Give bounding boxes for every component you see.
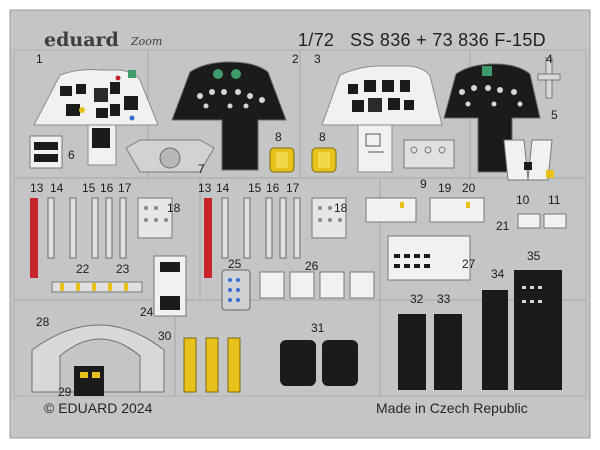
part-22-23-strips bbox=[51, 281, 143, 293]
part-26-pedals bbox=[259, 271, 375, 299]
part-19-20-switch-rows bbox=[365, 197, 485, 223]
part-number: 33 bbox=[437, 292, 451, 306]
part-number: 20 bbox=[462, 181, 476, 195]
part-number: 35 bbox=[527, 249, 541, 263]
part-number: 2 bbox=[292, 52, 299, 66]
part-number: 30 bbox=[158, 329, 172, 343]
part-number: 26 bbox=[305, 259, 319, 273]
part-number: 4 bbox=[546, 52, 553, 66]
copyright-label: © EDUARD 2024 bbox=[44, 400, 153, 416]
part-7-hud-frame bbox=[125, 139, 215, 173]
part-number: 8 bbox=[275, 130, 282, 144]
part-number: 24 bbox=[140, 305, 154, 319]
part-number: 3 bbox=[314, 52, 321, 66]
part-10-11-plates bbox=[503, 139, 554, 181]
part-21-ejection-handles bbox=[517, 213, 567, 229]
part-13-17-belts-left bbox=[30, 197, 173, 278]
part-number: 9 bbox=[420, 177, 427, 191]
part-31-covers bbox=[280, 340, 358, 386]
part-3-instrument-panel bbox=[321, 65, 443, 173]
part-32-35-consoles bbox=[398, 270, 562, 390]
part-number: 27 bbox=[462, 257, 476, 271]
part-6-box bbox=[29, 135, 63, 169]
part-number: 6 bbox=[68, 148, 75, 162]
part-number: 8 bbox=[319, 130, 326, 144]
part-2-panel-black bbox=[171, 61, 287, 171]
part-number: 28 bbox=[36, 315, 50, 329]
origin-label: Made in Czech Republic bbox=[376, 400, 528, 416]
part-28-29-canopy-frame bbox=[31, 324, 165, 396]
part-number: 7 bbox=[198, 162, 205, 176]
brand-logo: eduard bbox=[44, 29, 119, 51]
part-24-switch-box bbox=[153, 255, 187, 317]
part-number: 17 bbox=[118, 181, 132, 195]
part-number: 18 bbox=[334, 201, 348, 215]
part-25-keypad bbox=[221, 269, 251, 311]
part-number: 18 bbox=[167, 201, 181, 215]
part-number: 25 bbox=[228, 257, 242, 271]
part-number: 23 bbox=[116, 262, 130, 276]
part-1-instrument-panel bbox=[33, 69, 159, 166]
part-5-lever bbox=[537, 57, 561, 99]
part-number: 15 bbox=[82, 181, 96, 195]
part-number: 29 bbox=[58, 385, 72, 399]
part-number: 17 bbox=[286, 181, 300, 195]
part-number: 11 bbox=[548, 193, 561, 207]
part-9-pins bbox=[403, 139, 455, 169]
scale-label: 1/72 bbox=[298, 30, 335, 50]
part-number: 13 bbox=[198, 181, 212, 195]
part-27-switch-panel bbox=[387, 235, 471, 281]
part-number: 32 bbox=[410, 292, 424, 306]
part-13-17-belts-right bbox=[204, 197, 347, 278]
part-number: 14 bbox=[50, 181, 64, 195]
part-number: 19 bbox=[438, 181, 452, 195]
part-number: 31 bbox=[311, 321, 325, 335]
part-number: 13 bbox=[30, 181, 44, 195]
part-number: 5 bbox=[551, 108, 558, 122]
part-number: 16 bbox=[100, 181, 114, 195]
part-4-panel-black bbox=[443, 63, 541, 173]
part-number: 14 bbox=[216, 181, 230, 195]
product-code: SS 836 + 73 836 F-15D bbox=[350, 30, 546, 50]
sub-brand-logo: Zoom bbox=[131, 35, 163, 48]
part-8-gauges bbox=[269, 147, 337, 173]
part-number: 1 bbox=[36, 52, 43, 66]
part-number: 10 bbox=[516, 193, 530, 207]
part-number: 16 bbox=[266, 181, 280, 195]
part-number: 22 bbox=[76, 262, 90, 276]
part-number: 15 bbox=[248, 181, 262, 195]
part-number: 34 bbox=[491, 267, 505, 281]
part-30-belts-yellow bbox=[183, 337, 241, 393]
part-number: 21 bbox=[496, 219, 510, 233]
